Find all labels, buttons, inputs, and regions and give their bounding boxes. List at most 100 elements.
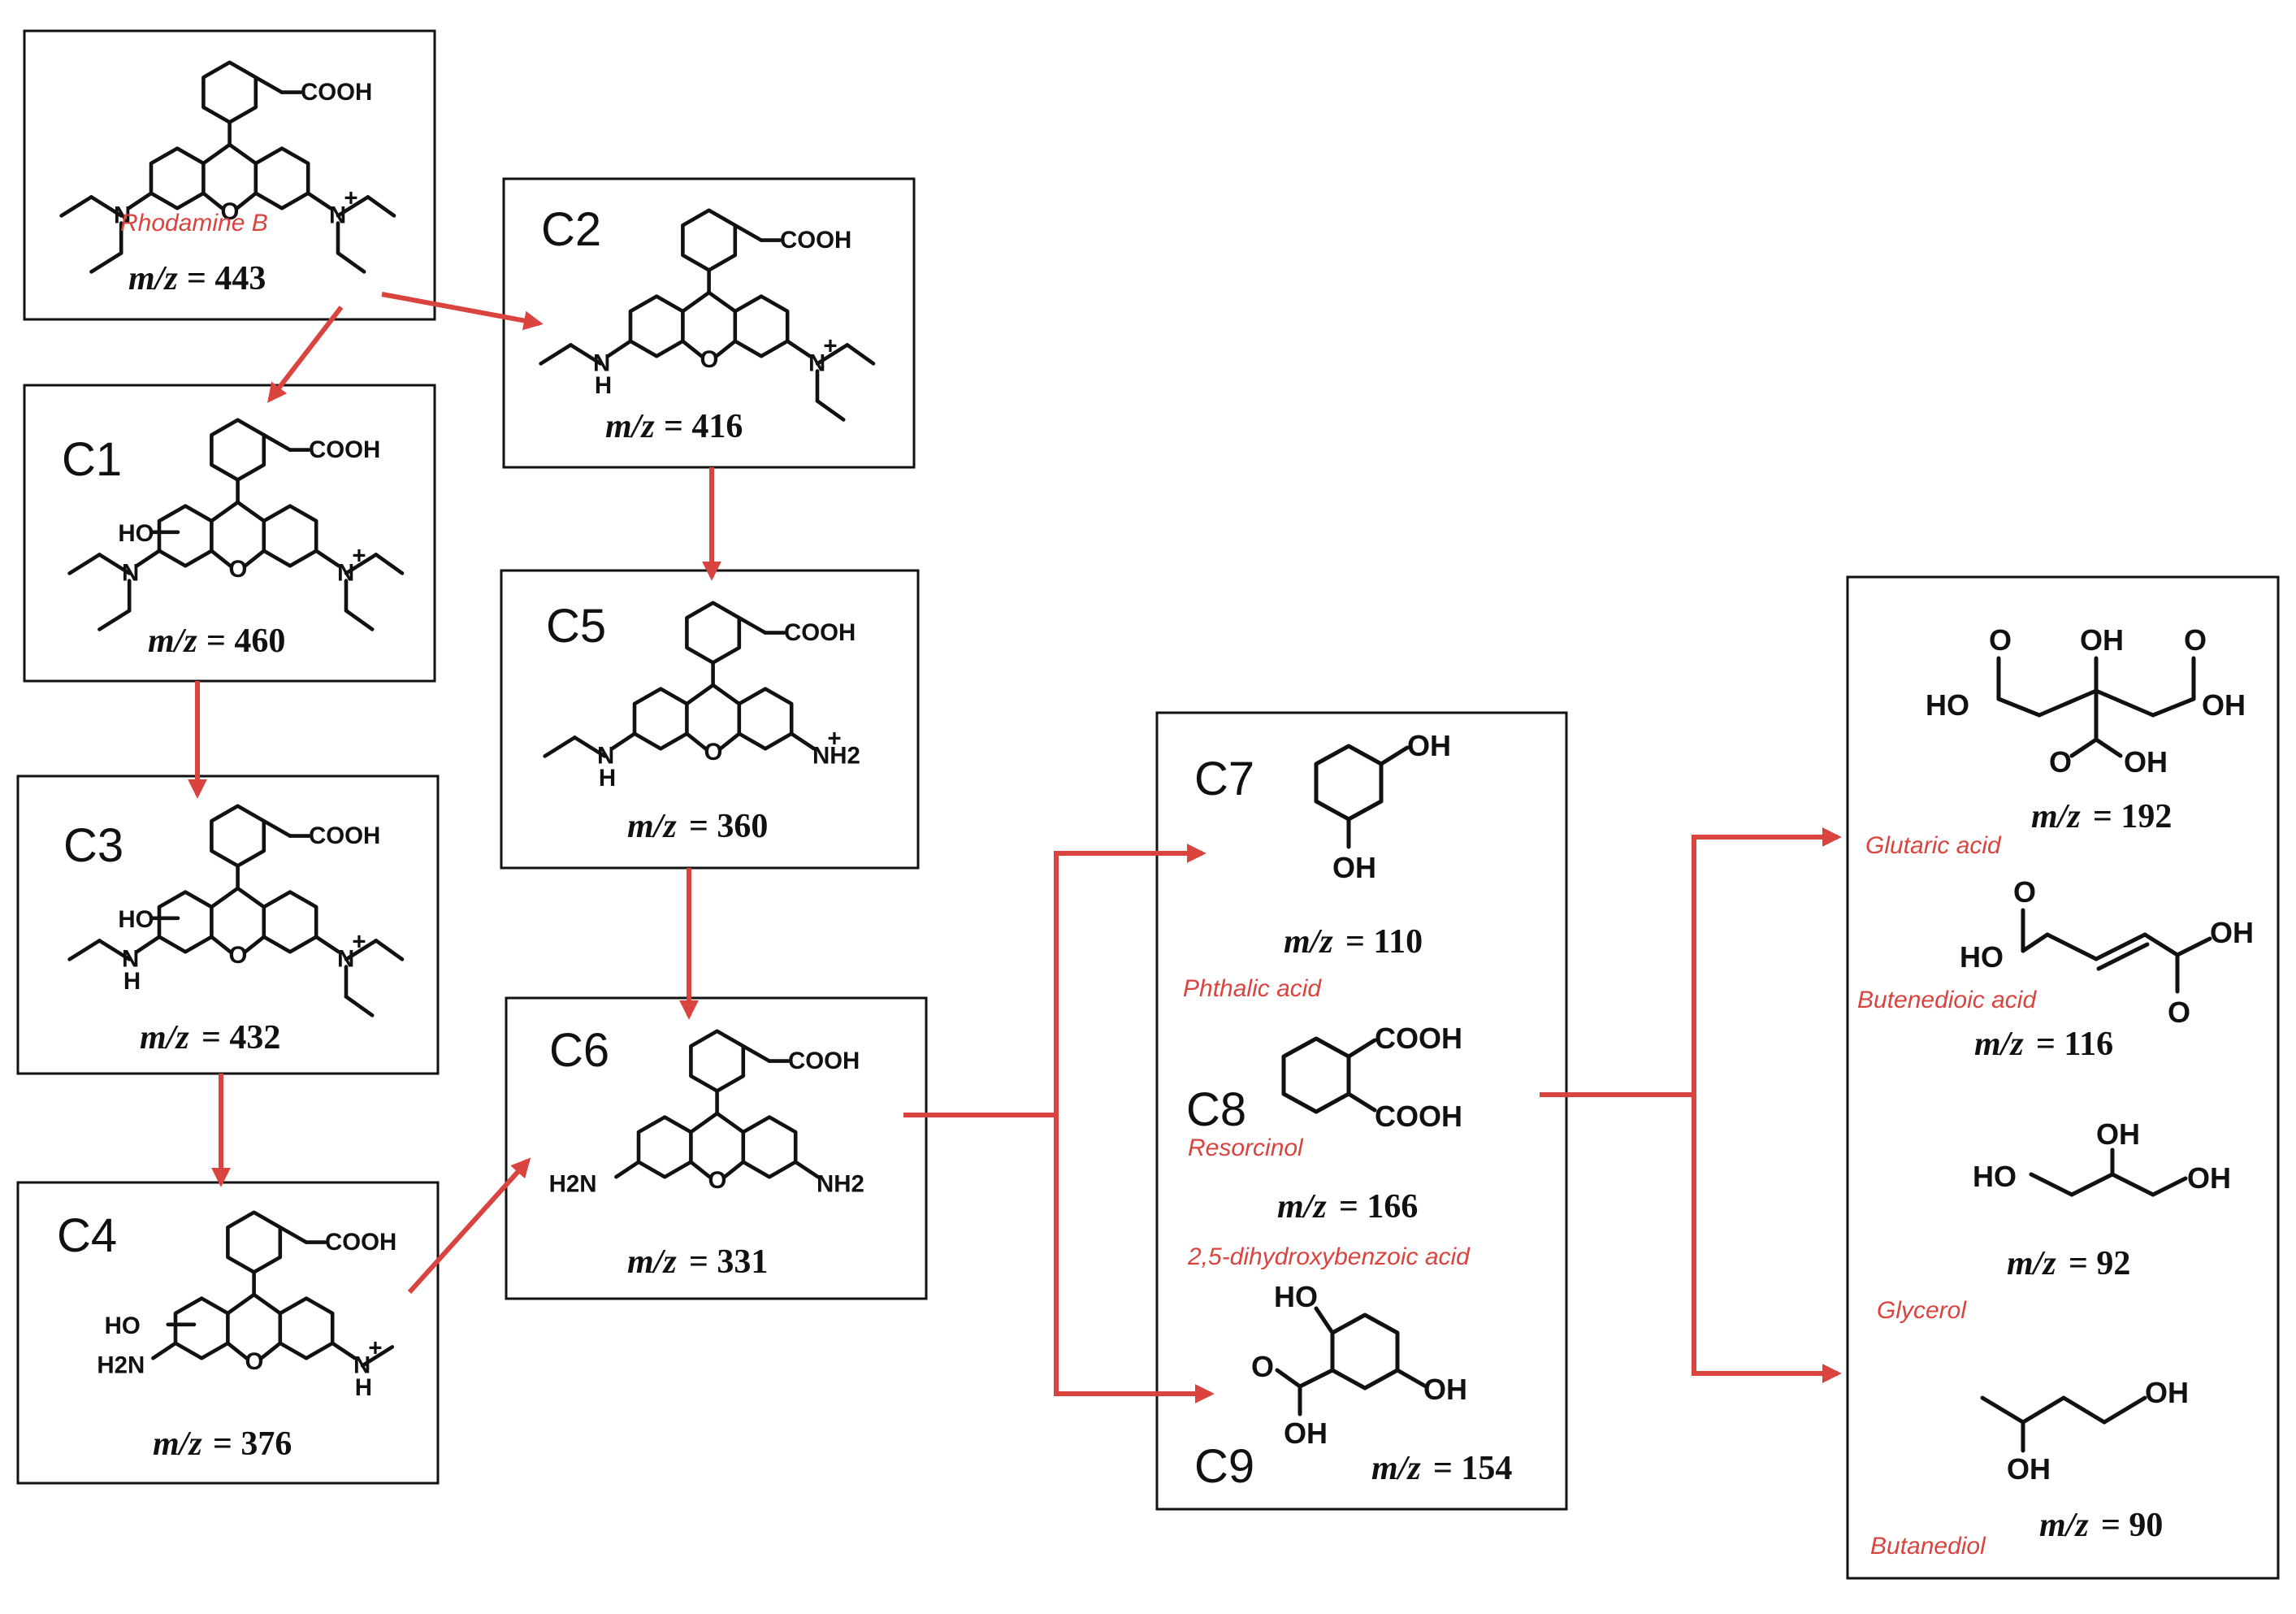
svg-text:HO: HO <box>105 1312 141 1339</box>
box-c1 <box>23 384 436 683</box>
plus-charge: + <box>344 184 357 211</box>
svg-text:= 460: = 460 <box>206 623 285 660</box>
svg-text:H: H <box>595 372 612 399</box>
mz-c9: m/z = 154 <box>1371 1450 1512 1487</box>
svg-text:= 166: = 166 <box>1339 1188 1418 1226</box>
svg-text:N: N <box>353 1352 370 1379</box>
mz-c2: m/z = 416 <box>605 408 743 445</box>
svg-text:+: + <box>352 928 366 955</box>
svg-text:OH: OH <box>2187 1161 2231 1195</box>
svg-text:NH2: NH2 <box>817 1171 864 1198</box>
svg-text:N: N <box>593 350 610 377</box>
mz-glycerol: m/z = 92 <box>2007 1245 2130 1282</box>
svg-text:HO: HO <box>1274 1280 1318 1313</box>
svg-text:O: O <box>2168 996 2190 1029</box>
svg-text:= 331: = 331 <box>689 1243 768 1281</box>
svg-text:OH: OH <box>2145 1376 2189 1409</box>
svg-text:+: + <box>368 1334 382 1361</box>
svg-text:= 116: = 116 <box>2036 1026 2113 1063</box>
arrow-c4-to-c6 <box>407 1157 531 1295</box>
nitrogen-atom: N <box>114 202 131 229</box>
name-2-5-dihydroxybenzoic-acid: 2,5-dihydroxybenzoic acid <box>1187 1243 1471 1270</box>
nitrogen-atom: N <box>329 202 346 229</box>
svg-text:m/z: m/z <box>2031 798 2081 835</box>
label-c2: C2 <box>541 203 601 256</box>
svg-text:m/z: m/z <box>605 408 655 445</box>
oxygen-atom: O <box>221 198 240 225</box>
structure-glycerol: HO OH OH <box>1973 1117 2231 1197</box>
svg-text:= 154: = 154 <box>1433 1450 1512 1487</box>
svg-text:N: N <box>337 560 354 587</box>
svg-text:HO: HO <box>118 906 154 933</box>
mz-c1: m/z = 460 <box>148 623 285 660</box>
svg-text:m/z: m/z <box>1371 1450 1421 1487</box>
mz-rhodamine-b: m/z = 443 <box>128 260 266 297</box>
structure-glutaric-acid: HO O OH O OH O OH <box>1926 623 2246 779</box>
box-c7-c8-c9 <box>1155 711 1568 1511</box>
svg-text:H2N: H2N <box>549 1171 597 1198</box>
mz-butanediol: m/z = 90 <box>2039 1507 2163 1544</box>
svg-text:COOH: COOH <box>788 1048 860 1074</box>
label-c8: C8 <box>1186 1083 1246 1136</box>
svg-text:= 92: = 92 <box>2069 1245 2130 1282</box>
svg-text:H: H <box>355 1374 372 1401</box>
label-c1: C1 <box>62 433 122 486</box>
mz-c4: m/z = 376 <box>153 1425 292 1463</box>
svg-text:O: O <box>704 739 723 766</box>
cooh-group: COOH <box>301 79 372 106</box>
svg-text:O: O <box>700 346 719 373</box>
arrow-c6-to-c9 <box>1054 1115 1215 1404</box>
svg-text:O: O <box>2049 745 2072 779</box>
svg-text:COOH: COOH <box>1375 1022 1462 1055</box>
svg-text:m/z: m/z <box>140 1019 189 1056</box>
name-resorcinol: Resorcinol <box>1188 1135 1304 1161</box>
svg-text:OH: OH <box>2096 1117 2140 1151</box>
svg-text:OH: OH <box>1423 1373 1467 1406</box>
svg-text:COOH: COOH <box>780 227 851 254</box>
structure-rhodamine-b: COOH O N N + <box>59 60 396 274</box>
svg-text:N: N <box>808 350 825 377</box>
svg-text:O: O <box>2013 875 2036 909</box>
structure-butanediol: OH OH <box>1980 1376 2189 1486</box>
svg-text:N: N <box>122 560 139 587</box>
svg-text:O: O <box>1251 1350 1274 1383</box>
svg-text:H: H <box>123 968 141 995</box>
svg-text:COOH: COOH <box>325 1229 396 1256</box>
structure-c3: COOH O HO N H N + <box>67 804 405 1017</box>
svg-text:N: N <box>597 743 614 770</box>
svg-text:COOH: COOH <box>1375 1100 1462 1133</box>
structure-c6: COOH O H2N NH2 <box>549 1029 864 1198</box>
svg-text:HO: HO <box>118 520 154 547</box>
svg-text:= 432: = 432 <box>201 1019 280 1056</box>
mz-c8: m/z = 166 <box>1277 1188 1418 1226</box>
structure-c5: COOH O N H NH2 + <box>543 601 860 792</box>
svg-text:= 90: = 90 <box>2101 1507 2163 1544</box>
svg-text:m/z: m/z <box>148 623 197 660</box>
svg-text:= 110: = 110 <box>1345 923 1423 961</box>
svg-text:+: + <box>823 332 837 359</box>
svg-text:m/z: m/z <box>1974 1026 2024 1063</box>
arrow-rhb-to-c2 <box>381 292 544 331</box>
svg-text:m/z: m/z <box>128 260 178 297</box>
svg-text:m/z: m/z <box>2007 1245 2056 1282</box>
mz-butenedioic-acid: m/z = 116 <box>1974 1026 2113 1063</box>
svg-text:N: N <box>337 946 354 973</box>
box-c6 <box>505 996 928 1300</box>
svg-text:O: O <box>708 1167 727 1194</box>
box-c2 <box>502 177 916 469</box>
label-c4: C4 <box>57 1209 117 1262</box>
svg-text:OH: OH <box>1284 1417 1328 1450</box>
svg-text:+: + <box>352 542 366 569</box>
structure-c4: COOH O HO H2N N H + <box>97 1210 396 1401</box>
structure-c1: COOH O HO N N + <box>67 418 405 631</box>
svg-text:COOH: COOH <box>309 822 380 849</box>
mz-c7: m/z = 110 <box>1284 923 1423 961</box>
svg-text:COOH: COOH <box>784 619 856 646</box>
name-glycerol: Glycerol <box>1877 1297 1967 1324</box>
svg-text:m/z: m/z <box>153 1425 202 1463</box>
svg-text:N: N <box>122 946 139 973</box>
svg-text:OH: OH <box>2124 745 2168 779</box>
svg-text:= 443: = 443 <box>187 260 266 297</box>
box-acids <box>1846 575 2280 1580</box>
name-rhodamine-b: Rhodamine B <box>120 210 268 236</box>
